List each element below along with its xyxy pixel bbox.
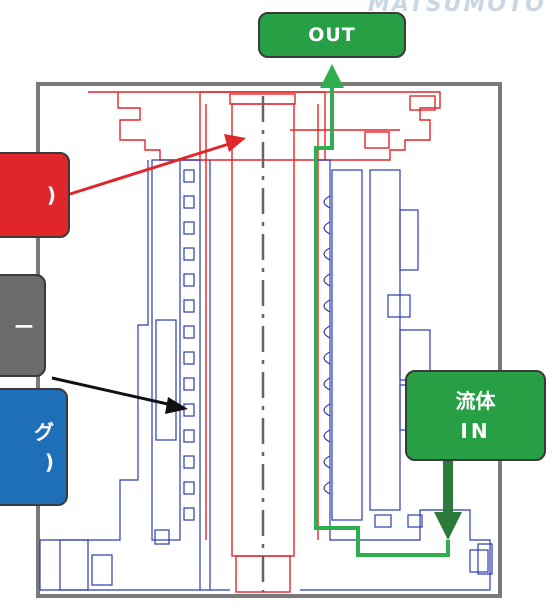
top-flange: [88, 91, 441, 161]
out-label: OUT: [258, 12, 406, 58]
red-callout-label: ): [0, 152, 70, 238]
fluid-in-label-line2: IN: [460, 418, 491, 443]
left-housing: [39, 159, 230, 591]
fluid-in-label-line1: 流体: [455, 388, 496, 413]
right-seal-stack: [323, 195, 331, 495]
black-pointer-arrow: [51, 376, 188, 414]
blue-callout-line2: ): [44, 450, 54, 474]
in-arrow-head: [434, 512, 462, 540]
out-arrow: [320, 64, 344, 88]
gray-callout-label: ー: [0, 274, 46, 377]
in-arrow-shaft: [443, 460, 453, 515]
watermark-logo: MATSUMOTO: [368, 0, 546, 17]
flow-path: [314, 100, 450, 557]
fluid-in-label: 流体 IN: [405, 370, 546, 461]
right-housing: [300, 159, 493, 591]
red-pointer-arrow: [69, 134, 246, 196]
left-seal-stack: [183, 169, 195, 521]
drawing-frame: [36, 82, 502, 598]
blue-callout-label: グ ): [0, 388, 68, 506]
blue-callout-line1: グ: [34, 420, 54, 444]
